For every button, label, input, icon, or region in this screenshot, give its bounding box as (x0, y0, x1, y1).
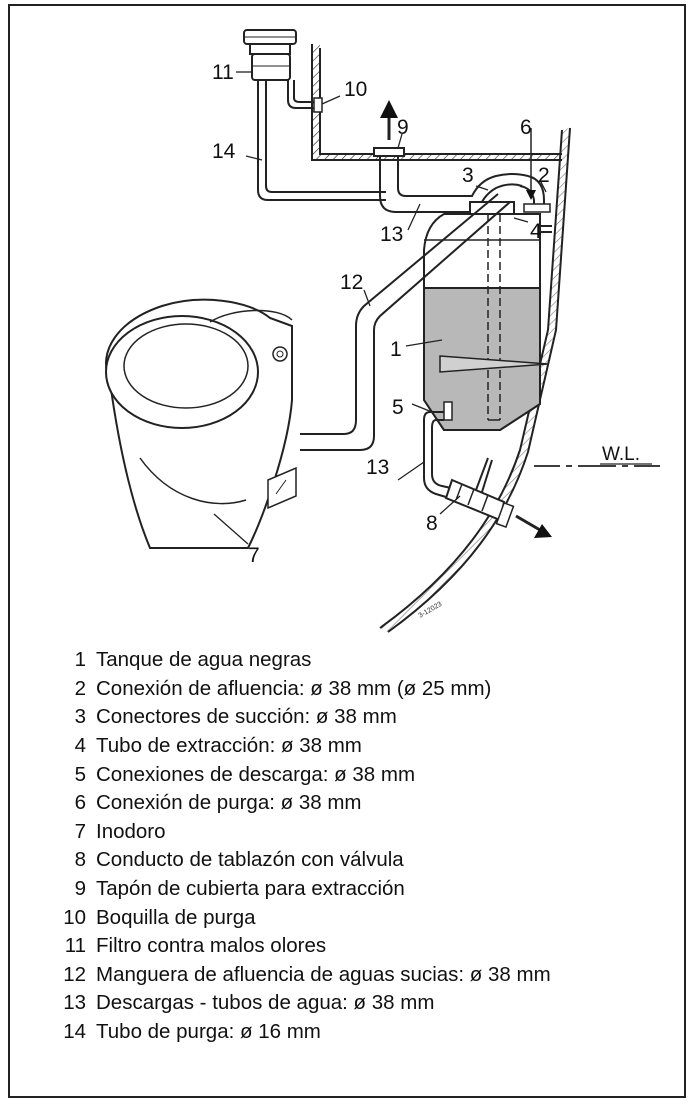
legend-text: Boquilla de purga (96, 905, 256, 929)
legend-text: Tanque de agua negras (96, 648, 312, 672)
legend-item: 6 Conexión de purga: ø 38 mm (56, 789, 551, 818)
seacock-valve (444, 457, 552, 538)
callout-14: 14 (212, 140, 236, 163)
legend-item: 2 Conexión de afluencia: ø 38 mm (ø 25 mm… (56, 675, 551, 704)
hull (379, 127, 571, 633)
legend-text: Conexión de afluencia: ø 38 mm (ø 25 mm) (96, 676, 492, 700)
callout-10: 10 (344, 78, 367, 101)
legend-item: 7 Inodoro (56, 818, 551, 847)
legend-number: 4 (74, 734, 86, 758)
legend-text: Manguera de afluencia de aguas sucias: ø… (96, 962, 551, 986)
callout-7: 7 (248, 544, 260, 567)
legend-item: 3 Conectores de succión: ø 38 mm (56, 703, 551, 732)
installation-diagram: W.L. 3-12023 11 10 9 6 14 3 2 13 4 12 1 … (105, 29, 660, 633)
legend-number: 10 (63, 905, 86, 929)
legend-item: 1 Tanque de agua negras (56, 646, 551, 675)
callout-1: 1 (390, 338, 402, 361)
legend-item: 10 Boquilla de purga (56, 903, 551, 932)
callout-11: 11 (212, 61, 234, 84)
legend-text: Inodoro (96, 819, 166, 843)
legend-text: Conectores de succión: ø 38 mm (96, 705, 397, 729)
callout-4: 4 (530, 220, 542, 243)
callout-8: 8 (426, 512, 438, 535)
legend-number: 11 (64, 934, 86, 958)
legend-text: Conexión de purga: ø 38 mm (96, 791, 362, 815)
legend-text: Filtro contra malos olores (96, 934, 327, 958)
legend-number: 1 (74, 648, 86, 672)
toilet (105, 298, 297, 549)
legend-text: Tubo de purga: ø 16 mm (96, 1020, 321, 1044)
legend-text: Conducto de tablazón con válvula (96, 848, 404, 872)
callout-6: 6 (520, 116, 532, 139)
parts-legend: 1 Tanque de agua negras 2 Conexión de aflu… (56, 646, 551, 1046)
legend-item: 9 Tapón de cubierta para extracción (56, 875, 551, 904)
legend-number: 13 (63, 991, 86, 1015)
deck-cap (373, 100, 405, 157)
legend-number: 14 (63, 1020, 86, 1044)
legend-number: 6 (74, 791, 86, 815)
legend-number: 8 (74, 848, 86, 872)
legend-number: 3 (74, 705, 86, 729)
discharge-pipe (423, 401, 461, 501)
callout-13-top: 13 (380, 223, 403, 246)
purge-nozzle (287, 80, 323, 113)
black-water-tank (423, 201, 552, 431)
odour-filter (243, 29, 297, 81)
callout-12: 12 (340, 271, 363, 294)
vent-tube (257, 80, 386, 201)
callout-labels: 11 10 9 6 14 3 2 13 4 12 1 5 13 8 7 (212, 61, 550, 567)
deck-structure (311, 44, 562, 161)
legend-item: 8 Conducto de tablazón con válvula (56, 846, 551, 875)
legend-item: 14 Tubo de purga: ø 16 mm (56, 1018, 551, 1047)
legend-text: Tapón de cubierta para extracción (96, 877, 405, 901)
inflow-hose (300, 193, 511, 451)
legend-item: 4 Tubo de extracción: ø 38 mm (56, 732, 551, 761)
callout-3: 3 (462, 164, 474, 187)
waterline-label: W.L. (602, 444, 640, 465)
legend-number: 2 (74, 676, 86, 700)
figure-frame (8, 4, 686, 1098)
leader-lines (213, 71, 547, 545)
callout-9: 9 (397, 116, 409, 139)
legend-text: Conexiones de descarga: ø 38 mm (96, 762, 416, 786)
callout-5: 5 (392, 396, 404, 419)
callout-2: 2 (538, 164, 550, 187)
waterline: W.L. (534, 444, 660, 467)
legend-item: 13 Descargas - tubos de agua: ø 38 mm (56, 989, 551, 1018)
callout-13-bottom: 13 (366, 456, 389, 479)
legend-item: 11 Filtro contra malos olores (56, 932, 551, 961)
legend-text: Tubo de extracción: ø 38 mm (96, 734, 362, 758)
legend-item: 5 Conexiones de descarga: ø 38 mm (56, 760, 551, 789)
inlet-connection (519, 128, 551, 213)
legend-number: 5 (74, 762, 86, 786)
legend-number: 9 (74, 877, 86, 901)
legend-text: Descargas - tubos de agua: ø 38 mm (96, 991, 435, 1015)
legend-number: 7 (74, 819, 86, 843)
legend-item: 12 Manguera de afluencia de aguas sucias:… (56, 961, 551, 990)
legend-number: 12 (63, 962, 86, 986)
